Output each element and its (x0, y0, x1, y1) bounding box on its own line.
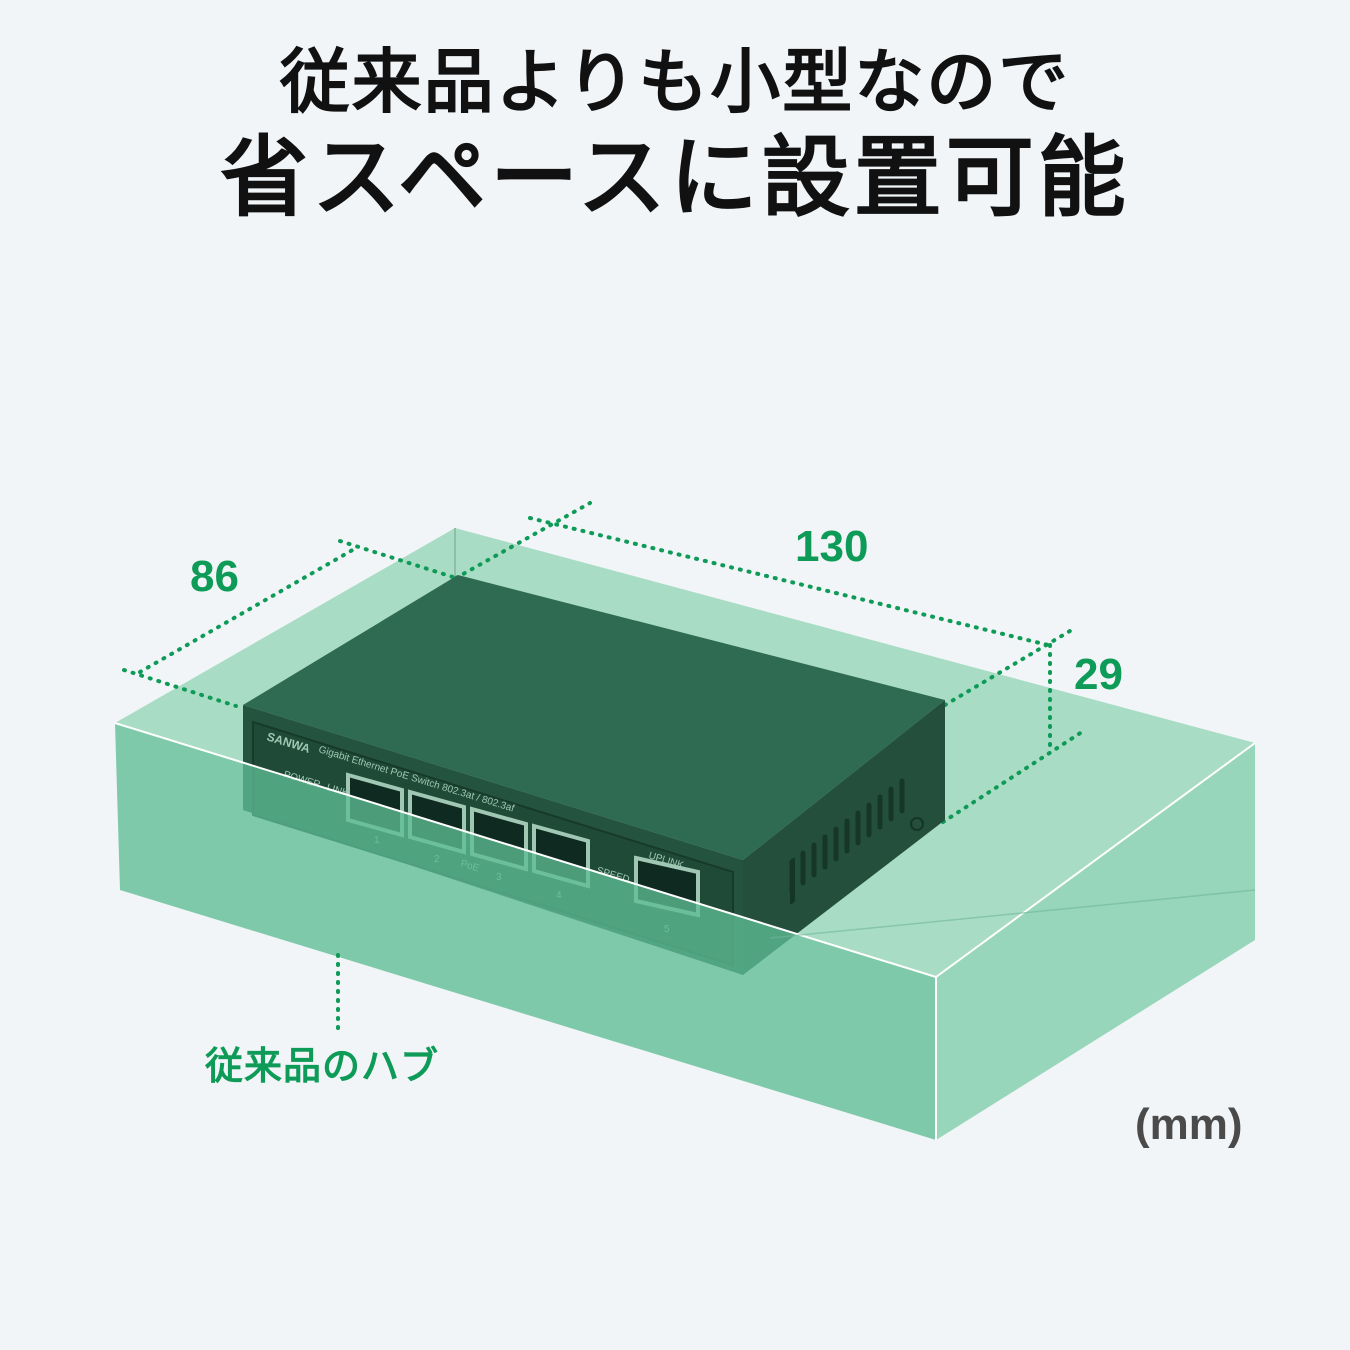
old-hub-box-front (114, 722, 1256, 1140)
width-dimension-label: 130 (795, 522, 869, 571)
headline-line-2: 省スペースに設置可能 (220, 126, 1130, 229)
unit-label: (mm) (1135, 1100, 1243, 1149)
height-dimension-label: 29 (1074, 650, 1123, 699)
headline-line-1: 従来品よりも小型なので (279, 41, 1071, 123)
depth-dimension-label: 86 (190, 552, 239, 601)
dimension-lines (122, 501, 1087, 824)
screw-icon (910, 817, 924, 831)
old-hub-caption: 従来品のハブ (205, 1044, 440, 1088)
